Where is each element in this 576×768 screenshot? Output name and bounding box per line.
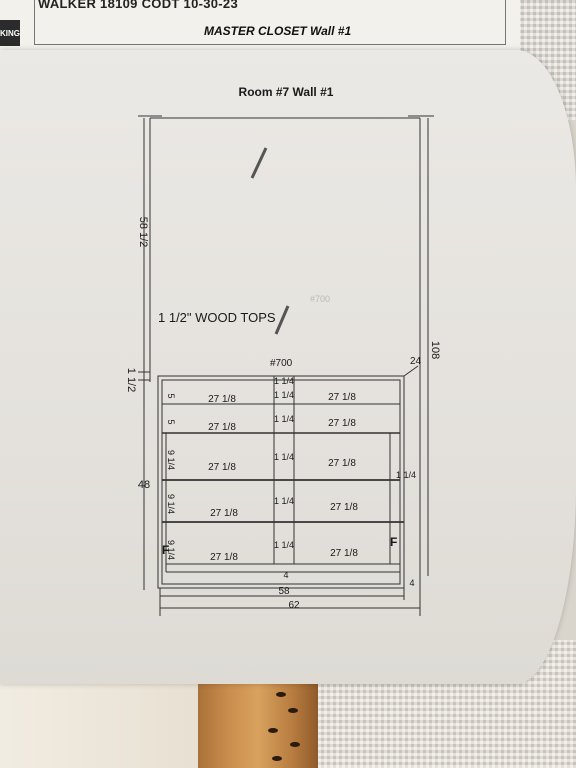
center-label: 1 1/4 [274, 376, 294, 386]
wood-knot [276, 692, 286, 697]
dim-height-lower: 48 [138, 479, 150, 491]
drawer-width-left: 27 1/8 [208, 462, 236, 473]
sheet-title: MASTER CLOSET Wall #1 [204, 24, 352, 38]
drawer-width-right: 27 1/8 [328, 458, 356, 469]
dim-bottom-inner: 4 [283, 570, 288, 580]
drawer-width-left: 27 1/8 [208, 422, 236, 433]
drawer-height: 9 1/4 [166, 494, 176, 514]
cabinet-body [157, 375, 405, 589]
wood-knot [288, 708, 298, 713]
wood-knot [290, 742, 300, 747]
drawing-sheet: Room #7 Wall #1 #700 1 1/2" WOOD TOPS #7… [0, 50, 576, 684]
wall-surface [0, 684, 198, 768]
drawer-width-left: 27 1/8 [210, 508, 238, 519]
drawer-height: 9 1/4 [166, 450, 176, 470]
staple [274, 305, 290, 335]
job-header: WALKER 18109 CODT 10-30-23 [38, 0, 238, 11]
faint-stamp: #700 [310, 294, 330, 304]
elevation-drawing: Room #7 Wall #1 #700 1 1/2" WOOD TOPS #7… [125, 85, 441, 616]
dim-height-left: 58 1/2 [137, 217, 149, 248]
drawer-width-right: 27 1/8 [330, 548, 358, 559]
drawer-width-right: 27 1/8 [328, 418, 356, 429]
drawer-height: 5 [166, 393, 176, 398]
dim-bottom-right: 4 [409, 578, 414, 588]
center-label: 1 1/4 [274, 414, 294, 424]
tower-label: #700 [270, 358, 293, 369]
drawer-height: 5 [166, 419, 176, 424]
face-mark-left: F [162, 543, 169, 557]
drawer-width-left: 27 1/8 [208, 394, 236, 405]
staple [250, 147, 268, 179]
title-block-frame [34, 0, 506, 45]
wood-post [198, 684, 318, 768]
wood-knot [268, 728, 278, 733]
drawer-width-right: 27 1/8 [328, 392, 356, 403]
center-label: 1 1/4 [274, 540, 294, 550]
center-label: 1 1/4 [274, 496, 294, 506]
drawer-width-left: 27 1/8 [210, 552, 238, 563]
face-mark-right: F [390, 535, 397, 549]
dim-gap-left: 1 1/2 [125, 368, 137, 392]
dim-width-inner: 58 [278, 586, 290, 597]
center-label: 1 1/4 [274, 390, 294, 400]
dim-right-side: 1 1/4 [396, 470, 416, 480]
dim-width-outer: 62 [288, 600, 300, 611]
drawer-height: 9 1/4 [166, 540, 176, 560]
room-title: Room #7 Wall #1 [239, 85, 334, 99]
wood-tops-note: 1 1/2" WOOD TOPS [158, 310, 276, 325]
drawer-width-right: 27 1/8 [330, 502, 358, 513]
center-label: 1 1/4 [274, 452, 294, 462]
wood-knot [272, 756, 282, 761]
dim-height-right: 108 [429, 341, 441, 359]
company-logo: KING [0, 20, 20, 46]
dim-depth-right: 24 [410, 356, 422, 367]
